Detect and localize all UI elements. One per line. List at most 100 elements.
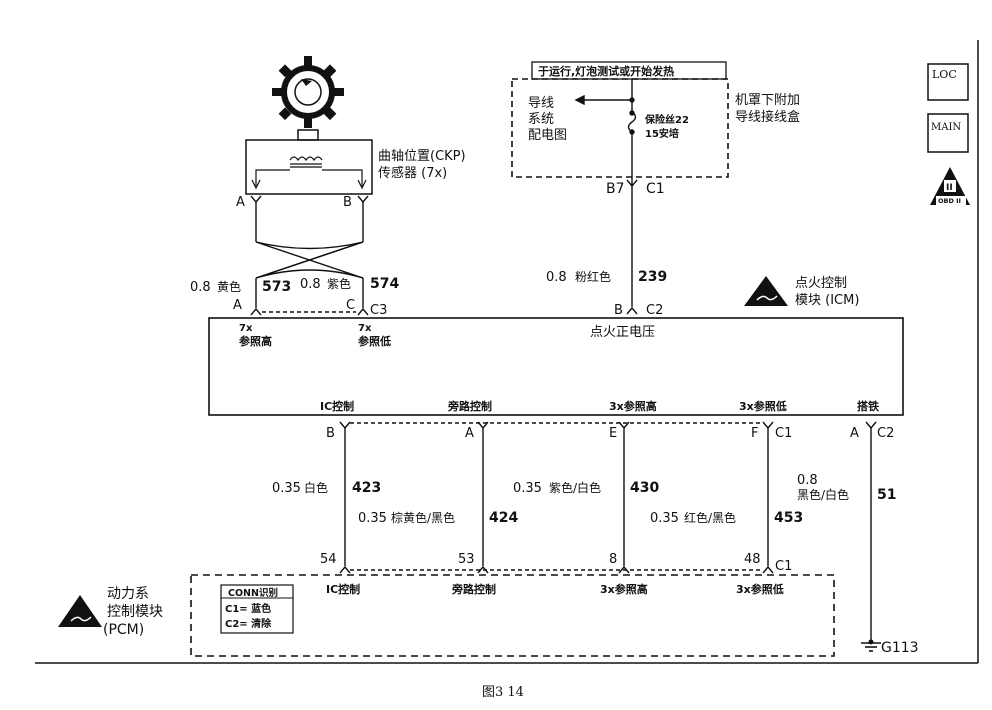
ckp-pin-a: A	[236, 195, 245, 210]
ckp-pin-b: B	[343, 195, 352, 210]
wire-51-size: 0.8	[797, 473, 818, 488]
wire-424-circuit: 424	[489, 510, 518, 526]
pcm-label-line2: 控制模块	[107, 604, 163, 620]
pcm-esd-warning-icon	[58, 595, 102, 627]
figure-caption: 图3 14	[482, 685, 524, 700]
icm-module-box	[208, 317, 904, 416]
wire-51-color: 黑色/白色	[797, 487, 849, 502]
pcm-pin-53: 53	[458, 552, 475, 567]
wire-239-color: 粉红色	[575, 269, 611, 284]
wire-430-color: 紫色/白色	[549, 480, 601, 495]
obd-label-bg	[936, 196, 966, 205]
icm-conn-c3: C3	[370, 303, 387, 318]
icm-pin-b-top: B	[614, 303, 623, 318]
pcm-conn-id-table	[220, 584, 294, 634]
loc-icon-text: LOC	[932, 68, 957, 81]
ground-point	[868, 639, 874, 645]
pcm-label-line3: (PCM)	[103, 622, 144, 638]
ground-label: G113	[881, 640, 919, 656]
twisted-pair-icon	[255, 241, 364, 279]
fuse-icon	[627, 111, 637, 133]
icm-ref-low-line1: 7x	[358, 323, 372, 334]
underhood-junction-box	[511, 78, 729, 178]
icm-pin-e-bottom: E	[609, 426, 617, 441]
icm-pin-a-top: A	[233, 298, 242, 313]
ckp-wires	[250, 195, 369, 316]
icm-label-ic-control: IC控制	[320, 399, 354, 413]
icm-ref-high-line1: 7x	[239, 323, 253, 334]
wire-430-size: 0.35	[513, 481, 542, 496]
wire-239-circuit: 239	[638, 269, 667, 285]
wire-423-color: 白色	[304, 480, 328, 495]
pcm-label-3x-ref-high: 3x参照高	[600, 582, 648, 596]
icm-bottom-wires	[339, 421, 877, 642]
fuse-box-wiring	[574, 79, 638, 315]
ckp-coil-icon	[251, 156, 367, 190]
wire-239-size: 0.8	[546, 270, 567, 285]
wire-453-size: 0.35	[650, 511, 679, 526]
obd-roman: II	[946, 183, 953, 193]
wire-574-size: 0.8	[300, 277, 321, 292]
fuse-box-side-line2: 导线接线盒	[735, 109, 800, 125]
wire-430-circuit: 430	[630, 480, 659, 496]
wire-574-color: 紫色	[327, 277, 351, 291]
crank-reluctor-wheel-icon	[272, 56, 344, 128]
icm-ref-high-line2: 参照高	[239, 334, 272, 348]
icm-label-bypass: 旁路控制	[447, 399, 492, 413]
icm-pin-b-bottom: B	[326, 426, 335, 441]
fuse-box-left-line1: 导线	[528, 96, 554, 111]
pcm-conn-id-title: CONN识别	[228, 587, 278, 599]
wire-423-size: 0.35	[272, 481, 301, 496]
main-icon-text: MAIN	[931, 122, 961, 133]
fuse-box-header: 于运行,灯泡测试或开始发热	[538, 64, 674, 78]
main-icon	[927, 113, 969, 153]
ckp-sensor-tip	[297, 129, 319, 141]
pcm-conn-c2-color: C2= 清除	[225, 617, 272, 630]
pcm-module-box	[190, 574, 835, 657]
fuse-line1: 保险丝22	[644, 113, 689, 126]
ckp-label-line2: 传感器 (7x)	[378, 165, 447, 181]
esd-warning-icon	[744, 276, 788, 306]
wire-51-circuit: 51	[877, 487, 896, 503]
icm-ignition-voltage: 点火正电压	[590, 325, 655, 340]
fuse-line2: 15安培	[645, 127, 679, 140]
fuse-box-header-frame	[531, 61, 727, 80]
icm-label-3x-ref-low: 3x参照低	[739, 399, 787, 413]
obd-ii-icon	[930, 167, 970, 205]
icm-label-3x-ref-high: 3x参照高	[609, 399, 657, 413]
pcm-label-3x-ref-low: 3x参照低	[736, 582, 784, 596]
loc-icon	[927, 63, 969, 101]
pcm-label-line1: 动力系	[107, 586, 149, 602]
icm-conn-c1-bottom: C1	[775, 426, 792, 441]
wire-573-size: 0.8	[190, 280, 211, 295]
icm-conn-c2-top: C2	[646, 303, 663, 318]
icm-pin-a-bottom: A	[465, 426, 474, 441]
obd-label: OBD II	[938, 197, 961, 205]
pcm-conn-c1: C1	[775, 559, 792, 574]
ckp-sensor-body	[245, 139, 373, 195]
wire-453-color: 红色/黑色	[684, 510, 736, 525]
wire-573-circuit: 573	[262, 279, 291, 295]
ckp-label-line1: 曲轴位置(CKP)	[378, 149, 466, 164]
icm-label-line1: 点火控制	[795, 276, 847, 291]
pcm-pin-54: 54	[320, 552, 337, 567]
icm-conn-c2-bottom: C2	[877, 426, 894, 441]
wire-574-circuit: 574	[370, 276, 399, 292]
icm-pin-f-bottom: F	[751, 426, 758, 441]
icm-label-ground: 搭铁	[857, 399, 879, 413]
icm-pin-c-top: C	[346, 298, 355, 313]
wire-453-circuit: 453	[774, 510, 803, 526]
fuse-box-conn-c1: C1	[646, 181, 665, 197]
wire-423-circuit: 423	[352, 480, 381, 496]
icm-pin-a-ground: A	[850, 426, 859, 441]
fuse-box-left-line3: 配电图	[528, 128, 567, 143]
icm-ref-low-line2: 参照低	[358, 334, 391, 348]
wire-573-color: 黄色	[217, 280, 241, 294]
pcm-pin-48: 48	[744, 552, 761, 567]
fuse-box-side-line1: 机罩下附加	[735, 93, 800, 108]
fuse-box-pin-b7: B7	[606, 181, 625, 197]
wire-424-color: 棕黄色/黑色	[391, 510, 455, 525]
fuse-box-left-line2: 系统	[528, 112, 554, 127]
pcm-pin-8: 8	[609, 552, 617, 567]
